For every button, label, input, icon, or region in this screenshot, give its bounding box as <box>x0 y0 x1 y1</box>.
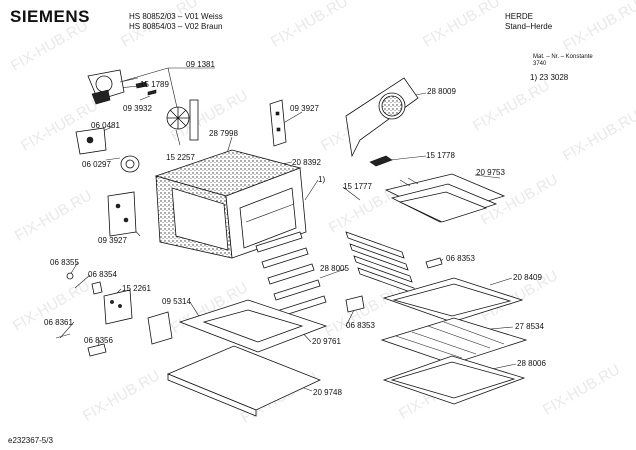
rack-rail-left <box>255 231 327 317</box>
part-label-p068353b: 06 8353 <box>346 321 375 330</box>
part-label-p068356: 06 8356 <box>84 336 113 345</box>
leader-lines <box>59 67 517 392</box>
fan-motor-assembly <box>87 69 139 105</box>
bottom-heating-element <box>178 299 328 353</box>
part-label-p093932: 09 3932 <box>123 104 152 113</box>
mat-number-note: Mat. – Nr. – Konstante <box>533 54 593 60</box>
category-line-1: HERDE <box>505 12 534 21</box>
grill-heating-element <box>384 173 506 223</box>
part-label-p288009: 28 8009 <box>427 87 456 96</box>
rail-clips <box>345 257 443 313</box>
rack-rail-right <box>345 231 417 295</box>
part-label-p287998: 28 7998 <box>209 129 238 138</box>
rear-cover-panel <box>345 77 419 158</box>
part-label-p209761: 20 9761 <box>312 337 341 346</box>
part-label-p278534: 27 8534 <box>515 322 544 331</box>
part-label-p208409: 20 8409 <box>513 273 542 282</box>
back-bracket <box>269 99 287 147</box>
model-line-1: HS 80852/03 – V01 Weiss <box>129 12 223 21</box>
part-label-p288005: 28 8005 <box>320 264 349 273</box>
part-label-p288006: 28 8006 <box>517 359 546 368</box>
baking-tray <box>382 277 524 323</box>
part-label-p068361: 06 8361 <box>44 318 73 327</box>
category-line-2: Stand–Herde <box>505 22 553 31</box>
lamp-socket-parts <box>55 272 173 357</box>
small-screw-part <box>135 81 157 96</box>
part-label-pnote1: 1) <box>318 175 326 184</box>
part-label-p068355: 06 8355 <box>50 258 79 267</box>
part-label-p060481: 06 0481 <box>91 121 120 130</box>
door-hinge-bracket <box>107 191 137 237</box>
oven-muffle-housing <box>154 149 307 259</box>
mat-number-value: 3740 <box>533 61 547 67</box>
part-label-p151777: 15 1777 <box>343 182 372 191</box>
model-line-2: HS 80854/03 – V02 Braun <box>129 22 223 31</box>
brand-logo: SIEMENS <box>10 7 91 26</box>
part-label-p091381: 09 1381 <box>186 60 215 69</box>
part-label-p068354: 06 8354 <box>88 270 117 279</box>
part-label-p060297: 06 0297 <box>82 160 111 169</box>
part-label-p152261: 15 2261 <box>122 284 151 293</box>
part-label-p093927b: 09 3927 <box>98 236 127 245</box>
document-id: e232367-5/3 <box>8 436 53 445</box>
part-label-p208392: 20 8392 <box>292 158 321 167</box>
part-label-p209753: 20 9753 <box>476 168 505 177</box>
footnote-reference: 1) 23 3028 <box>530 73 569 82</box>
insulation-pad <box>369 155 393 167</box>
oven-floor-plate <box>166 345 322 417</box>
part-label-p151778: 15 1778 <box>426 151 455 160</box>
part-label-p093927a: 09 3927 <box>290 104 319 113</box>
wire-shelf <box>380 317 528 365</box>
part-label-p068353a: 06 8353 <box>446 254 475 263</box>
part-label-p151789: 15 1789 <box>140 80 169 89</box>
deep-pan <box>382 355 526 405</box>
fan-wheel <box>166 99 199 141</box>
thermostat-part <box>75 127 140 173</box>
part-label-p209748: 20 9748 <box>313 388 342 397</box>
part-label-p095314: 09 5314 <box>162 297 191 306</box>
part-label-p152257: 15 2257 <box>166 153 195 162</box>
